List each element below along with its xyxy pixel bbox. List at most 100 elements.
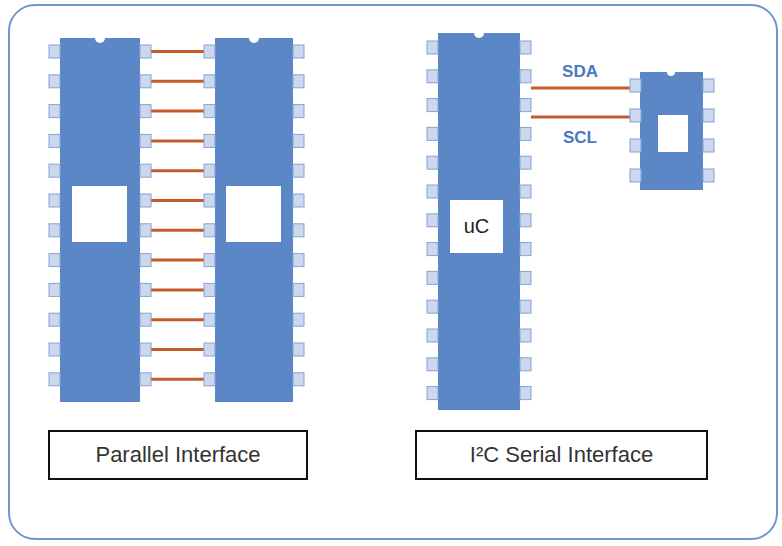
pin bbox=[49, 343, 60, 356]
pin bbox=[140, 164, 151, 177]
pin bbox=[140, 254, 151, 267]
pin bbox=[520, 214, 531, 227]
pin bbox=[293, 164, 304, 177]
pin bbox=[427, 358, 438, 371]
pin bbox=[520, 70, 531, 83]
pin bbox=[204, 224, 215, 237]
node-text: Parallel Interface bbox=[95, 442, 260, 468]
chip-body bbox=[215, 38, 293, 402]
pin bbox=[49, 254, 60, 267]
pin bbox=[520, 185, 531, 198]
pin bbox=[204, 283, 215, 296]
chip-body bbox=[60, 38, 140, 402]
wire bbox=[151, 199, 204, 202]
chip-window bbox=[226, 186, 281, 242]
pin bbox=[140, 134, 151, 147]
pin bbox=[204, 194, 215, 207]
pin bbox=[293, 283, 304, 296]
pin bbox=[630, 139, 641, 152]
pin bbox=[49, 75, 60, 88]
pin bbox=[520, 156, 531, 169]
wire bbox=[151, 139, 204, 142]
wire bbox=[151, 50, 204, 53]
pin bbox=[703, 79, 714, 92]
pin bbox=[293, 134, 304, 147]
pin bbox=[293, 194, 304, 207]
pin bbox=[293, 45, 304, 58]
pin bbox=[520, 300, 531, 313]
wire bbox=[151, 110, 204, 113]
pin bbox=[49, 164, 60, 177]
pin bbox=[204, 373, 215, 386]
wire bbox=[151, 348, 204, 351]
pin bbox=[49, 313, 60, 326]
pin bbox=[293, 105, 304, 118]
pin bbox=[630, 109, 641, 122]
pin bbox=[427, 127, 438, 140]
wire bbox=[531, 116, 630, 119]
signal-name: SDA bbox=[562, 62, 598, 82]
chip-notch bbox=[95, 38, 105, 43]
pin bbox=[204, 134, 215, 147]
chip-label-box: uC bbox=[450, 200, 503, 253]
wire bbox=[151, 259, 204, 262]
pin bbox=[520, 127, 531, 140]
pin bbox=[140, 343, 151, 356]
pin bbox=[49, 194, 60, 207]
frame bbox=[9, 5, 777, 539]
pin bbox=[140, 45, 151, 58]
wire bbox=[151, 378, 204, 381]
chip-notch bbox=[667, 72, 675, 76]
chip-body bbox=[438, 33, 520, 410]
pin bbox=[520, 99, 531, 112]
pin bbox=[140, 194, 151, 207]
chip-window bbox=[658, 115, 688, 152]
pin bbox=[427, 156, 438, 169]
pin bbox=[293, 343, 304, 356]
pin bbox=[427, 99, 438, 112]
pin bbox=[49, 134, 60, 147]
pin bbox=[520, 329, 531, 342]
pin bbox=[703, 169, 714, 182]
pin bbox=[427, 329, 438, 342]
pin bbox=[427, 185, 438, 198]
pins bbox=[49, 41, 714, 400]
chip-window bbox=[72, 186, 127, 242]
pin bbox=[140, 105, 151, 118]
pin bbox=[520, 387, 531, 400]
node-text: uC bbox=[464, 215, 490, 238]
pin bbox=[204, 164, 215, 177]
pin bbox=[427, 243, 438, 256]
pin bbox=[140, 224, 151, 237]
pin bbox=[204, 105, 215, 118]
pin bbox=[630, 79, 641, 92]
pin bbox=[427, 387, 438, 400]
pin bbox=[140, 75, 151, 88]
wire bbox=[151, 169, 204, 172]
pin bbox=[204, 45, 215, 58]
pin bbox=[140, 373, 151, 386]
pin bbox=[293, 254, 304, 267]
pin bbox=[520, 41, 531, 54]
pin bbox=[520, 271, 531, 284]
chip-notch bbox=[474, 33, 484, 38]
pin bbox=[520, 358, 531, 371]
pin bbox=[293, 313, 304, 326]
wire bbox=[531, 87, 630, 90]
pin bbox=[49, 373, 60, 386]
pin bbox=[703, 139, 714, 152]
pin bbox=[140, 283, 151, 296]
pin bbox=[427, 300, 438, 313]
pin bbox=[140, 313, 151, 326]
pin bbox=[427, 70, 438, 83]
pin bbox=[204, 343, 215, 356]
pin bbox=[49, 283, 60, 296]
pin bbox=[204, 254, 215, 267]
pin bbox=[293, 224, 304, 237]
chips bbox=[60, 33, 703, 410]
chip-notch bbox=[249, 38, 259, 43]
caption-box: I²C Serial Interface bbox=[415, 430, 708, 480]
signal-name: SCL bbox=[563, 128, 597, 148]
pin bbox=[520, 243, 531, 256]
